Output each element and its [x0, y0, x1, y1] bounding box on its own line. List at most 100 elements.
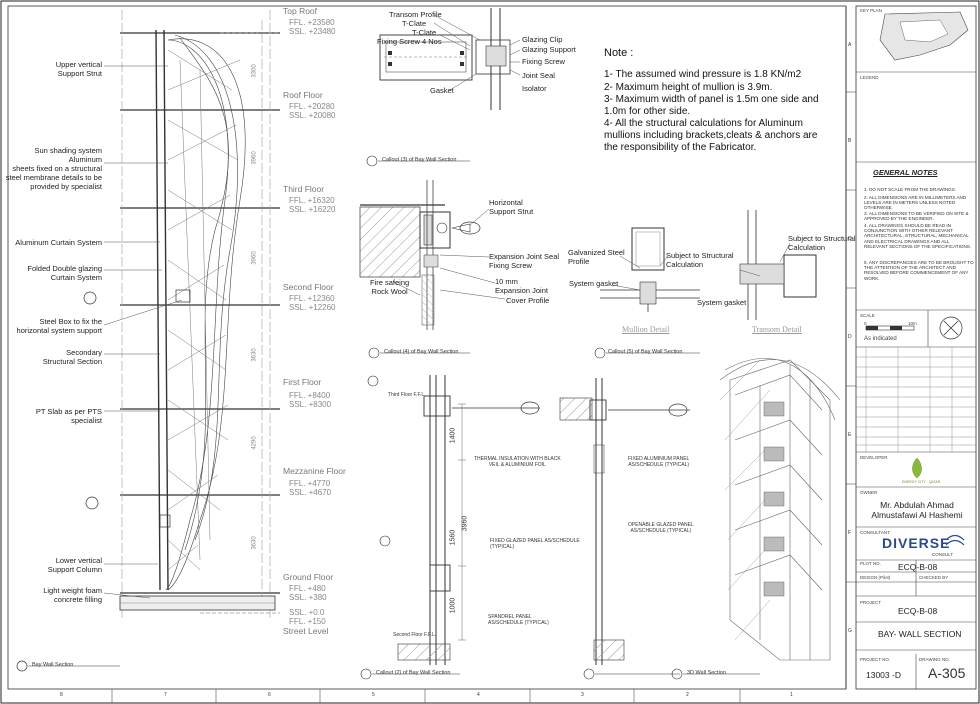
callout-title-1: Bay Wall Section [32, 662, 74, 668]
label-fixed-aluminium: FIXED ALUMINIUM PANEL AS/SCHEDULE (TYPIC… [628, 456, 690, 468]
level-name: Top Roof [283, 6, 318, 16]
design-label: DESIGN (Pilot) [860, 575, 891, 580]
level-ffl: FFL. +12360 [289, 294, 335, 303]
label-second-floor-ffl: Second Floor F.F.L. [393, 632, 437, 638]
note-title: Note : [604, 47, 634, 59]
label-third-floor-ffl: Third Floor F.F.L. [388, 392, 426, 398]
callout-title-5: Callout (5) of Bay Wall Section [608, 349, 683, 355]
project-name: ECQ-B-08 [898, 606, 938, 616]
label-fixing-screw: Fixing Screw [522, 57, 565, 66]
border-number: 8 [60, 692, 63, 698]
label-pt-slab: PT Slab as per PTS specialist [35, 407, 102, 425]
key-plan-label: KEY PLAN [860, 8, 882, 13]
callout-title-4: Callout (4) of Bay Wall Section [384, 349, 459, 355]
label-openable-glazed: OPENABLE GLAZED PANEL AS/SCHEDULE (TYPIC… [628, 522, 694, 534]
consultant-label: CONSULTANT [860, 530, 890, 535]
dim-text: 3960 [251, 251, 258, 265]
border-letter: G [848, 628, 852, 634]
plot-no-label: PLOT NO. [860, 561, 881, 566]
label-joint-seal: Joint Seal [522, 71, 555, 80]
drawing-no-label: DRAWING NO. [919, 657, 950, 662]
label-gasket: Gasket [430, 86, 454, 95]
note-item: 2- Maximum height of mullion is 3.9m. [604, 82, 773, 93]
border-number: 1 [790, 692, 793, 698]
border-letter: B [848, 138, 852, 144]
level-ssl: SSL. +380 [289, 593, 327, 602]
drawing-no: A-305 [928, 665, 966, 681]
level-name: Ground Floor [283, 572, 334, 582]
border-number: 6 [268, 692, 271, 698]
border-letter: C [848, 236, 852, 242]
label-thermal-insulation: THERMAL INSULATION WITH BLACK VEIL & ALU… [474, 456, 561, 468]
general-note-item: 3. ALL DIMENSIONS TO BE VERIFIED ON SITE… [864, 211, 969, 222]
border-number: 4 [477, 692, 480, 698]
label-structural-calc: Subject to Structural Calculation [666, 251, 734, 269]
dim-text: 3300 [251, 64, 258, 78]
note-item: 4- All the structural calculations for A… [604, 118, 818, 154]
label-glazing-support: Glazing Support [522, 45, 576, 54]
label-steel-box: Steel Box to fix the horizontal system s… [16, 317, 102, 335]
level-ffl: FFL. +480 [289, 584, 326, 593]
border-number: 2 [686, 692, 689, 698]
label-t-clate: T-Clate [402, 19, 427, 28]
project-no-label: PROJECT NO. [860, 657, 891, 662]
label-expansion-joint: 10 mm Expansion Joint [495, 277, 548, 295]
label-sun-shading: Sun shading system Aluminum sheets fixed… [5, 146, 102, 191]
level-ffl: FFL. +8400 [289, 391, 331, 400]
general-note-item: 1. DO NOT SCALE FROM THE DRAWINGS. [864, 187, 957, 192]
level-name: First Floor [283, 377, 322, 387]
developer-label: DEVELOPER [860, 455, 888, 460]
label-cover-profile: Cover Profile [506, 296, 550, 305]
as-indicated: As indicated [864, 336, 897, 342]
level-ssl: SSL. +4670 [289, 488, 332, 497]
level-ssl: SSL. +16220 [289, 205, 336, 214]
label-lower-column: Lower vertical Support Column [47, 556, 102, 574]
label-system-gasket-2: System gasket [697, 298, 747, 307]
level-ssl: SSL. +20080 [289, 111, 336, 120]
general-note-item: 4. ALL DRAWINGS SHOULD BE READ IN CONJUN… [864, 223, 972, 249]
project-label: PROJECT [860, 600, 882, 605]
label-upper-strut: Upper vertical Support Strut [55, 60, 102, 78]
callout-title-2: Callout (2) of Bay Wall Section [376, 670, 451, 676]
label-aluminum-curtain: Aluminum Curtain System [15, 238, 102, 247]
level-ffl: FFL. +16320 [289, 196, 335, 205]
border-letter: D [848, 334, 852, 340]
level-ssl: SSL. +12260 [289, 303, 336, 312]
level-name: Third Floor [283, 184, 325, 194]
owner-label: OWNER [860, 490, 878, 495]
dim-text: 4290 [251, 436, 258, 450]
firm-logo-sub: CONSULT [932, 552, 954, 557]
label-transom-profile: Transom Profile [389, 10, 442, 19]
plot-no: ECQ-B-08 [898, 562, 938, 572]
label-system-gasket: System gasket [569, 279, 619, 288]
callout-title-3d: 3D Wall Section [687, 670, 726, 676]
label-fixed-glazed: FIXED GLAZED PANEL AS/SCHEDULE (TYPICAL) [490, 538, 580, 550]
general-notes-title: GENERAL NOTES [873, 168, 938, 177]
label-expansion-seal: Expansion Joint Seal Fixing Screw [489, 252, 560, 270]
level-ffl: FFL. +23580 [289, 18, 335, 27]
dim-text: 3630 [251, 536, 258, 550]
street-ffl: FFL. +150 [289, 617, 326, 626]
label-rock-wool: Fire safeing Rock Wool [370, 278, 410, 296]
border-letter: E [848, 432, 852, 438]
note-item: 3- Maximum width of panel is 1.5m one si… [604, 94, 819, 118]
legend-label: LEGEND [860, 75, 879, 80]
general-note-item: 5. ANY DISCREPANCIES ARE TO BE BROUGHT T… [864, 260, 974, 281]
border-letter: F [848, 530, 852, 536]
transom-detail-title: Transom Detail [752, 325, 802, 334]
level-name: Mezzanine Floor [283, 466, 346, 476]
mullion-detail-title: Mullion Detail [622, 325, 670, 334]
street-level-name: Street Level [283, 626, 329, 636]
street-ssl: SSL. +0.0 [289, 608, 325, 617]
label-fixing-screw-4: Fixing Screw 4 Nos [377, 37, 442, 46]
level-ffl: FFL. +4770 [289, 479, 331, 488]
level-ffl: FFL. +20280 [289, 102, 335, 111]
scale-zero: 0 [864, 321, 867, 326]
dim-1560: 1560 [449, 529, 457, 546]
scale-label: SCALE [860, 313, 875, 318]
note-item: 1- The assumed wind pressure is 1.8 KN/m… [604, 69, 802, 80]
level-ssl: SSL. +8300 [289, 400, 332, 409]
level-name: Second Floor [283, 282, 334, 292]
